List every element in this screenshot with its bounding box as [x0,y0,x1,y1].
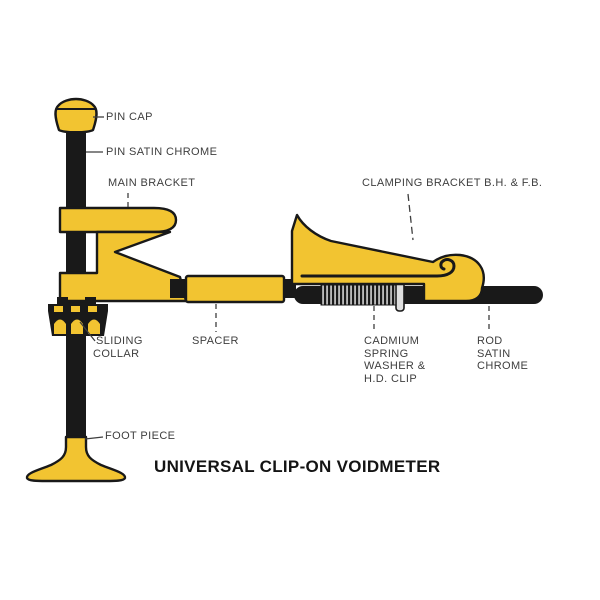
sliding-collar-label-line1: SLIDING [96,335,143,347]
cadmium-spring-label-line4: H.D. CLIP [364,372,418,385]
diagram-title: UNIVERSAL CLIP-ON VOIDMETER [154,457,441,476]
leader-lines [79,116,490,440]
rod-label-line2: SATIN [477,347,511,360]
pin-cap-label: PIN CAP [106,111,153,123]
foot-piece-leader [84,436,104,440]
sliding-collar-nub [85,297,96,306]
collar-arch [54,319,66,334]
main-bracket-label: MAIN BRACKET [108,177,196,189]
collar-arch [88,319,100,334]
sliding-collar-label-line2: COLLAR [93,347,140,360]
spacer-label: SPACER [192,335,239,347]
spring-coil-shape [320,284,397,306]
rod-label-line1: ROD [477,335,503,347]
foot-piece-label: FOOT PIECE [105,430,176,442]
clamping-bracket-shape [290,213,485,303]
spacer-left-connector [170,279,188,298]
collar-arch [71,319,83,334]
sliding-collar-leader [79,321,96,342]
sliding-collar-details [54,306,100,334]
cadmium-spring-label: CADMIUM SPRING WASHER & H.D. CLIP [364,335,425,385]
yellow-parts-group [25,97,485,483]
main-bracket-top-bar [58,206,178,234]
cadmium-spring-label-line2: SPRING [364,347,409,360]
sliding-collar-shape [48,297,108,336]
collar-slot [71,306,80,312]
collar-slot [54,306,63,312]
collar-slot [88,306,97,312]
clamping-bracket-label: CLAMPING BRACKET B.H. & F.B. [362,177,543,189]
pin-satin-chrome-label: PIN SATIN CHROME [106,146,218,158]
rod-label-line3: CHROME [477,360,529,372]
rod-satin-chrome-label: ROD SATIN CHROME [477,335,528,373]
clamping-bracket-clip-line [300,258,456,278]
sliding-collar-label: SLIDING COLLAR [93,335,143,360]
cadmium-spring-label-line3: WASHER & [364,360,426,372]
spacer-shape [184,274,286,304]
cadmium-spring-label-line1: CADMIUM [364,335,420,347]
sliding-collar-nub [57,297,68,306]
foot-piece-shape [25,435,127,483]
clamping-bracket-leader [407,193,414,241]
pin-cap-shape [54,97,98,134]
